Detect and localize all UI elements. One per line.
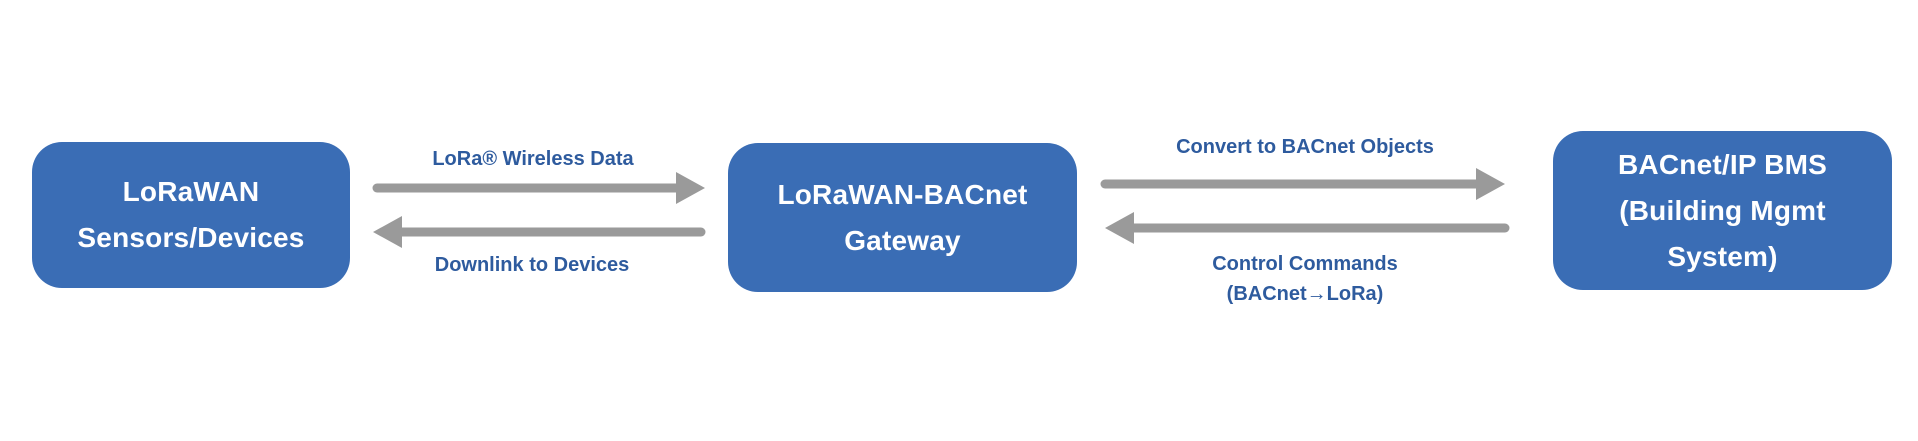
- arrow-right-icon: [372, 172, 705, 204]
- arrow-left-icon: [373, 216, 706, 248]
- edge-label-convert-to-bacnet-objects: Convert to BACnet Objects: [1176, 136, 1434, 158]
- arrow-right-icon: [1100, 168, 1505, 200]
- node-lorawan-bacnet-gateway-label: LoRaWAN-BACnet Gateway: [777, 178, 1028, 256]
- edge-label-control-commands: Control Commands (BACnet→LoRa): [1212, 253, 1398, 305]
- edge-label-downlink-to-devices: Downlink to Devices: [434, 254, 630, 276]
- node-lorawan-sensors-label: LoRaWAN Sensors/Devices: [77, 176, 305, 253]
- node-lorawan-sensors: LoRaWAN Sensors/Devices: [32, 142, 350, 288]
- node-bacnet-ip-bms: BACnet/IP BMS (Building Mgmt System): [1553, 131, 1892, 290]
- node-lorawan-bacnet-gateway: LoRaWAN-BACnet Gateway: [728, 143, 1077, 292]
- arrow-left-icon: [1105, 212, 1510, 244]
- node-bacnet-ip-bms-label: BACnet/IP BMS (Building Mgmt System): [1618, 148, 1827, 272]
- edge-label-lora-wireless-data: LoRa® Wireless Data: [432, 148, 634, 170]
